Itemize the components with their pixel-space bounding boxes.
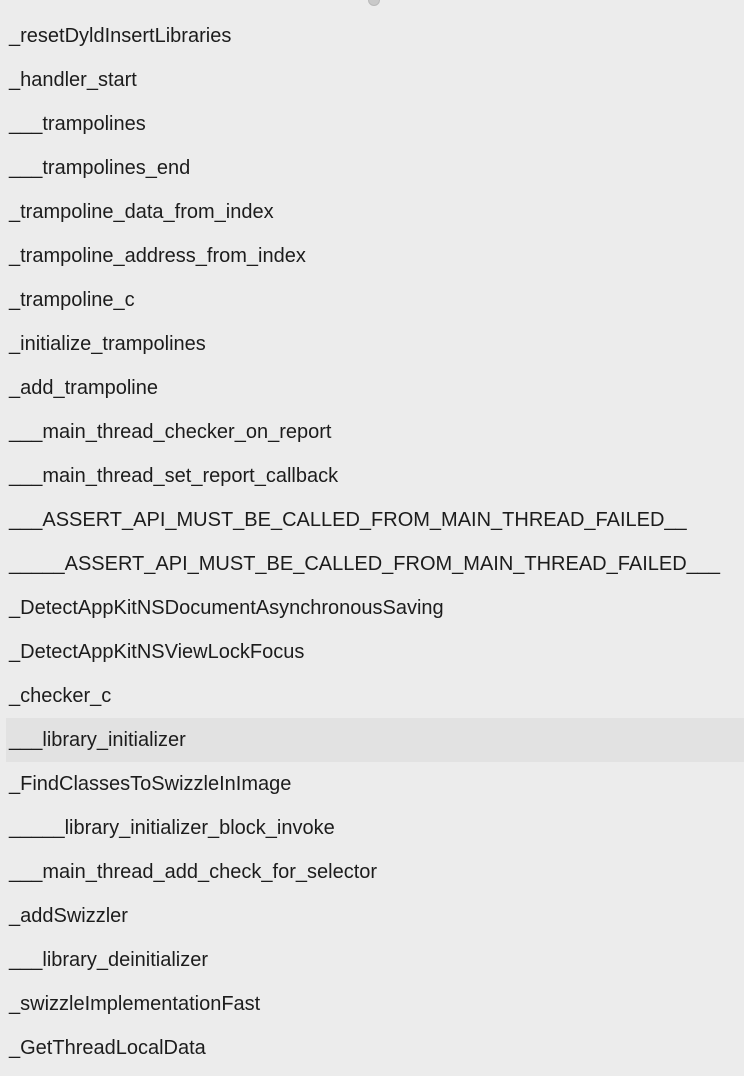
symbol-row[interactable]: _trampoline_c	[9, 289, 135, 311]
scroll-indicator[interactable]	[368, 0, 380, 6]
symbol-row[interactable]: ___main_thread_add_check_for_selector	[9, 861, 378, 883]
symbol-row[interactable]: ___trampolines	[9, 113, 146, 135]
symbol-row[interactable]: ___ASSERT_API_MUST_BE_CALLED_FROM_MAIN_T…	[9, 509, 687, 531]
symbol-row[interactable]: _FindClassesToSwizzleInImage	[9, 773, 292, 795]
symbol-row[interactable]: _DetectAppKitNSDocumentAsynchronousSavin…	[9, 597, 444, 619]
symbol-row[interactable]: _initialize_trampolines	[9, 333, 206, 355]
symbol-row[interactable]: _add_trampoline	[9, 377, 158, 399]
symbol-row[interactable]: _trampoline_address_from_index	[9, 245, 306, 267]
symbol-row[interactable]: _handler_start	[9, 69, 137, 91]
symbol-row[interactable]: _addSwizzler	[9, 905, 128, 927]
symbol-row[interactable]: _checker_c	[9, 685, 112, 707]
symbol-row[interactable]: _trampoline_data_from_index	[9, 201, 274, 223]
symbol-row[interactable]: _resetDyldInsertLibraries	[9, 25, 232, 47]
symbol-row[interactable]: ___main_thread_checker_on_report	[9, 421, 332, 443]
symbol-row[interactable]: ___trampolines_end	[9, 157, 191, 179]
symbol-row[interactable]: _GetThreadLocalData	[9, 1037, 206, 1059]
symbol-row-selected[interactable]: ___library_initializer	[6, 718, 744, 762]
symbol-row[interactable]: _swizzleImplementationFast	[9, 993, 261, 1015]
symbol-row[interactable]: _____library_initializer_block_invoke	[9, 817, 335, 839]
symbol-row[interactable]: _____ASSERT_API_MUST_BE_CALLED_FROM_MAIN…	[9, 553, 721, 575]
symbol-row[interactable]: ___main_thread_set_report_callback	[9, 465, 339, 487]
symbol-row[interactable]: ___library_deinitializer	[9, 949, 208, 971]
symbol-row[interactable]: _DetectAppKitNSViewLockFocus	[9, 641, 305, 663]
symbol-list: _resetDyldInsertLibraries _handler_start…	[0, 14, 744, 1070]
